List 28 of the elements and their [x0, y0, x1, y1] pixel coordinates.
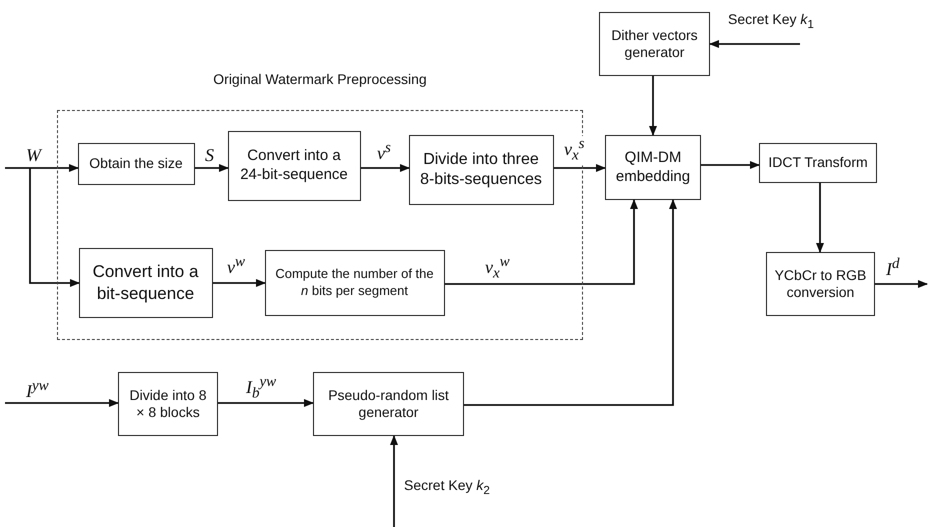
process-box: Divide into 8 × 8 blocks: [118, 372, 218, 436]
process-box: IDCT Transform: [759, 143, 877, 183]
arrow: [5, 164, 79, 172]
process-box: Convert into a 24-bit-sequence: [228, 130, 360, 200]
arrow: [816, 183, 824, 253]
process-box: Divide into three 8-bits-sequences: [408, 134, 554, 204]
arrow: [195, 164, 229, 172]
arrow: [875, 280, 928, 288]
arrow: [701, 161, 760, 169]
process-box: Obtain the size: [78, 142, 194, 184]
process-box: QIM-DM embedding: [605, 135, 701, 200]
group-title: Original Watermark Preprocessing: [212, 71, 428, 87]
process-box: YCbCr to RGB conversion: [766, 252, 875, 316]
arrow: [390, 435, 398, 527]
arrow: [709, 40, 800, 48]
arrow: [649, 76, 657, 136]
process-box: Dither vectors generator: [599, 12, 710, 76]
arrow: [361, 164, 410, 172]
arrow: [445, 199, 638, 285]
process-box: Pseudo-random list generator: [313, 372, 464, 436]
arrow: [29, 168, 80, 287]
arrow: [218, 399, 314, 407]
process-box: Convert into a bit-sequence: [78, 248, 212, 318]
process-box: Compute the number of the n bits per segment: [264, 250, 444, 316]
arrow: [464, 199, 677, 406]
arrow: [5, 399, 119, 407]
arrow: [554, 164, 606, 172]
arrow: [213, 279, 266, 287]
